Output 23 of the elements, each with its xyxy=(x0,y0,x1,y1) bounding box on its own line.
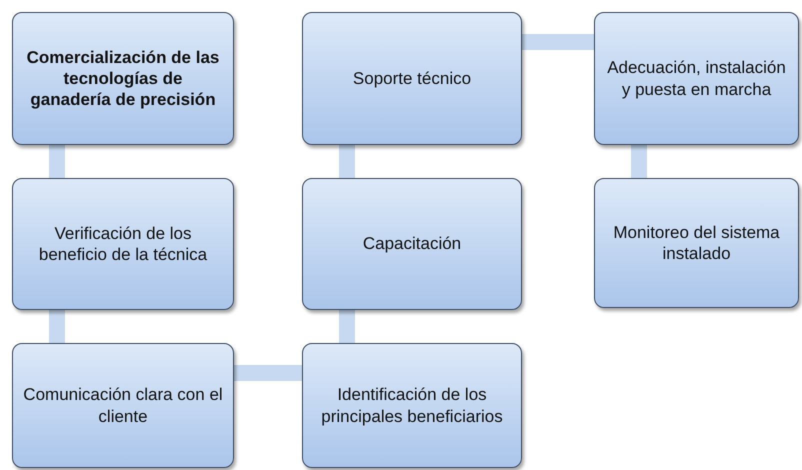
process-box xyxy=(302,343,522,468)
box-label: Comercialización de las tecnologías de ganadería de precisión xyxy=(26,46,220,110)
process-box xyxy=(302,12,522,145)
connector xyxy=(339,310,355,343)
box-label: Comunicación clara con el cliente xyxy=(22,384,224,427)
connector xyxy=(49,145,65,178)
process-box xyxy=(302,178,522,310)
connector xyxy=(339,145,355,178)
box-label: Soporte técnico xyxy=(352,68,472,90)
connector xyxy=(631,145,647,178)
box-label: Adecuación, instalación y puesta en marcha xyxy=(606,57,787,100)
box-label: Identificación de los principales beneficiarios xyxy=(320,384,504,427)
process-box xyxy=(594,12,799,145)
box-label: Capacitación xyxy=(362,233,462,255)
process-box xyxy=(12,343,234,468)
box-label: Verificación de los beneficio de la técnica xyxy=(38,222,208,266)
connector xyxy=(234,365,302,381)
box-label: Monitoreo del sistema instalado xyxy=(612,222,781,264)
process-box xyxy=(12,178,234,310)
process-box xyxy=(12,12,234,145)
connector xyxy=(522,34,594,50)
connector xyxy=(49,310,65,343)
process-box xyxy=(594,178,799,308)
